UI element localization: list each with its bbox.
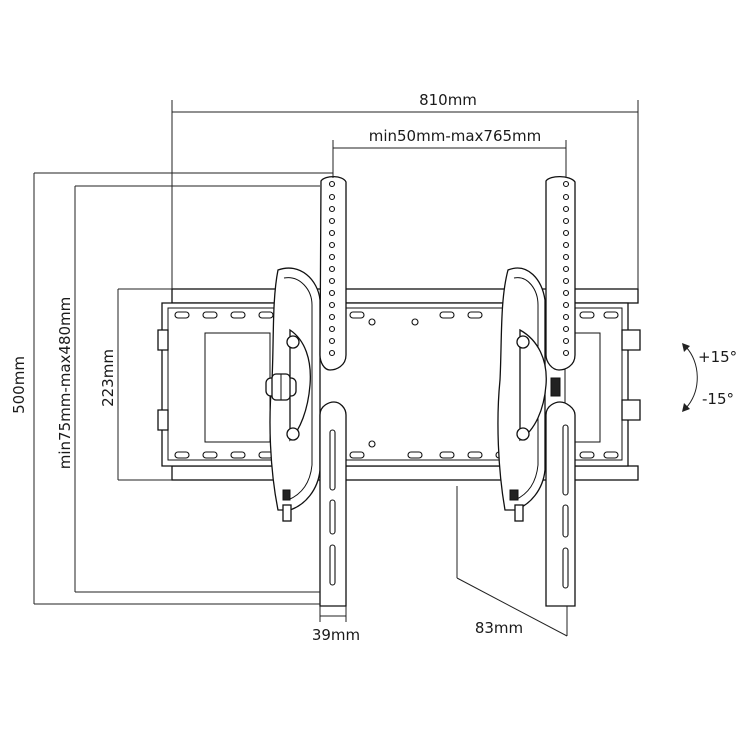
tilt-up-label: +15° [698,348,737,366]
left-arm [265,175,347,607]
plate-height-label: 223mm [99,349,117,407]
right-arm [497,175,576,607]
top-slots [174,311,619,326]
tilt-arrow-icon [682,343,698,412]
vesa-height-label: min75mm-max480mm [56,297,74,470]
right-upper-strip [545,175,576,371]
left-strip-holes [328,180,336,357]
tilt-down-label: -15° [702,390,734,408]
bottom-slots [174,440,619,459]
right-strip-holes [562,180,570,357]
dimension-lines [33,100,639,637]
left-upper-strip [319,175,347,371]
arm-spacing-label: min50mm-max765mm [369,127,542,145]
depth-label: 83mm [475,619,523,637]
arm-width-label: 39mm [312,626,360,644]
right-lower-strip [545,401,576,607]
overall-width-label: 810mm [419,91,477,109]
overall-height-label: 500mm [10,356,28,414]
left-tilt-knob-icon [265,373,297,401]
